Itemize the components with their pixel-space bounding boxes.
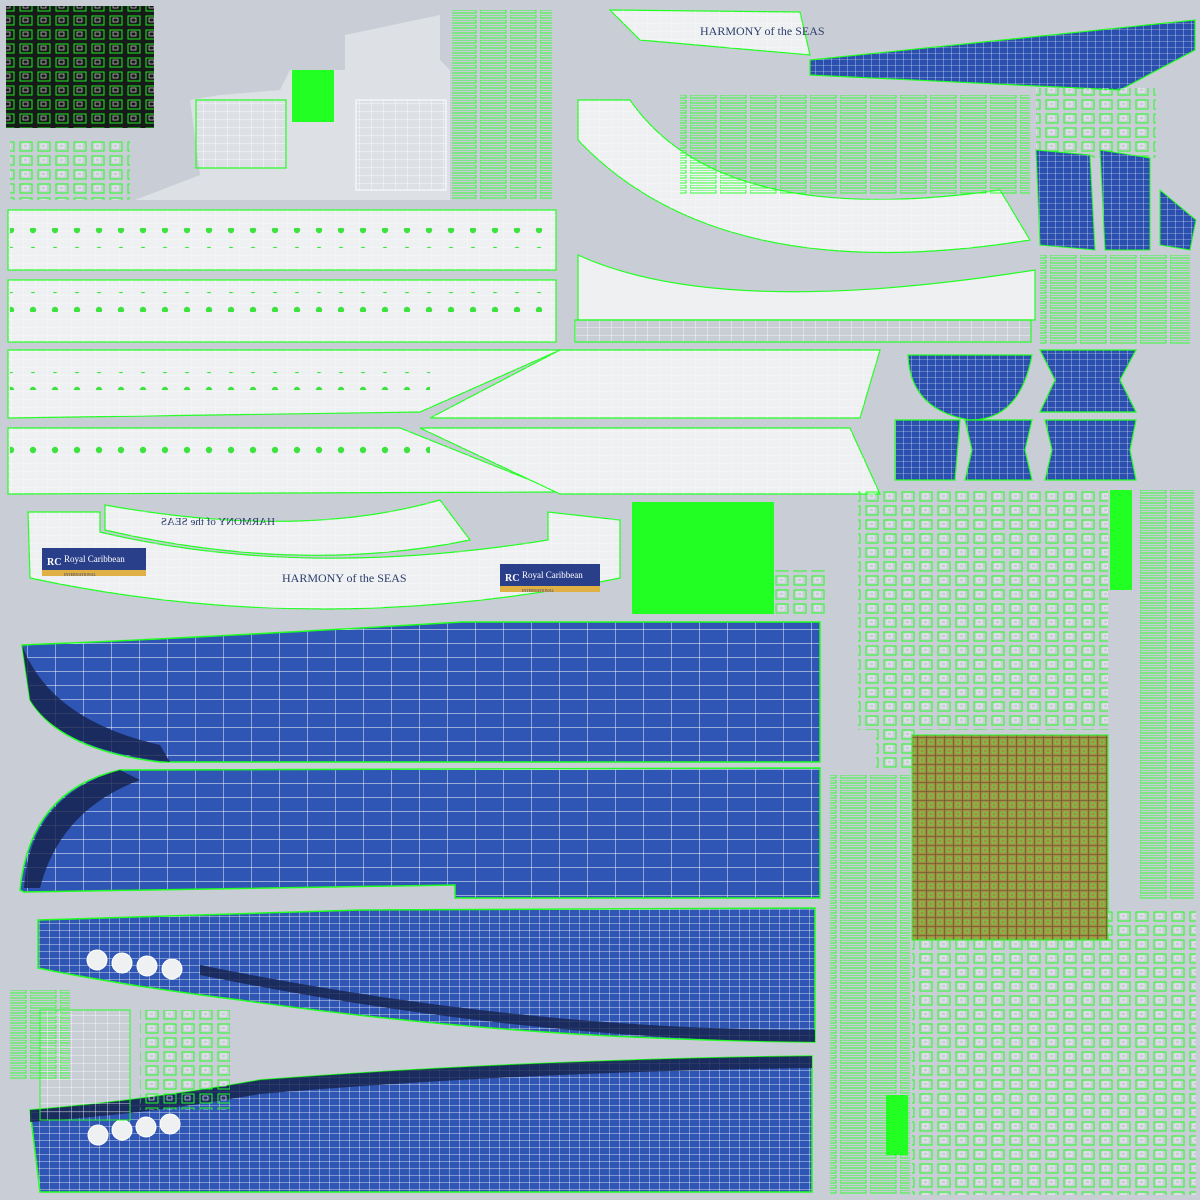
hull-side-1 — [21, 621, 821, 763]
funnel-pieces — [894, 349, 1137, 481]
hull-side-3 — [37, 907, 816, 1043]
brand-mark-right: RC — [505, 573, 519, 584]
brand-mark-left: RC — [47, 557, 61, 568]
bottom-left-small-parts — [10, 990, 230, 1121]
deck-strip-1 — [7, 209, 557, 271]
brand-name-left: Royal Caribbean — [64, 554, 125, 564]
ship-name-center: HARMONY of the SEAS — [282, 571, 407, 585]
brand-name-right: Royal Caribbean — [522, 570, 583, 580]
brand-sub-left: INTERNATIONAL — [64, 572, 97, 577]
arched-deck-lower — [577, 254, 1036, 321]
green-parts-block — [632, 502, 828, 614]
ship-name-top: HARMONY of the SEAS — [700, 24, 825, 38]
brand-sub-right: INTERNATIONAL — [522, 588, 555, 593]
right-parts-atlas — [830, 490, 1196, 1195]
upper-deck-wedge-1 — [7, 349, 881, 419]
brand-logo-left: RC Royal Caribbean INTERNATIONAL — [42, 548, 146, 577]
small-parts-cluster-1 — [680, 95, 1030, 195]
thumbnail-preview — [6, 6, 154, 128]
top-hull-sliver: HARMONY of the SEAS — [608, 9, 1196, 91]
brand-logo-right: RC Royal Caribbean INTERNATIONAL — [500, 564, 600, 593]
top-small-pieces — [10, 10, 552, 200]
ship-name-mirrored: HARMONY of the SEAS — [161, 516, 275, 528]
branded-superstructure: HARMONY of the SEAS RC Royal Caribbean I… — [27, 499, 621, 610]
deck-strip-2 — [7, 279, 557, 343]
blue-fin-pieces — [1035, 88, 1197, 345]
hull-side-2 — [19, 767, 821, 899]
upper-deck-wedge-2 — [7, 427, 881, 495]
